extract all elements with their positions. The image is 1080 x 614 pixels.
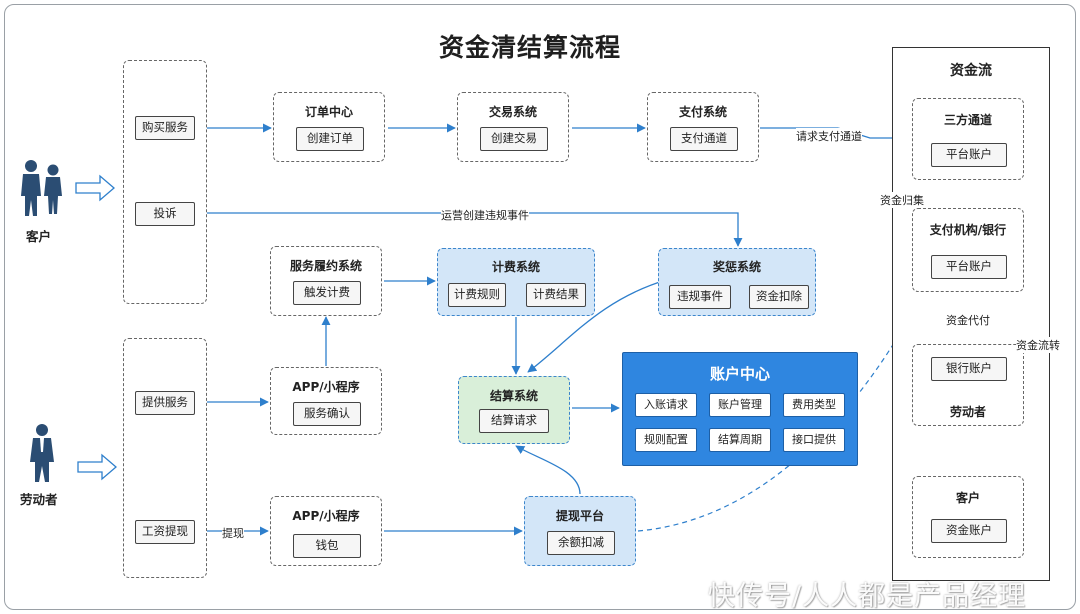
billing-rules-button[interactable]: 计费规则 — [448, 283, 506, 307]
cashout-platform-title: 提现平台 — [555, 509, 604, 523]
worker-figure-icon — [30, 424, 54, 482]
billing-system-title: 计费系统 — [491, 260, 540, 274]
settlement-request-button[interactable]: 结算请求 — [479, 409, 549, 433]
app-miniprogram-service-box: APP/小程序 服务确认 — [270, 367, 382, 435]
edge-label-transfer: 资金流转 — [1016, 337, 1060, 353]
provide-service-button[interactable]: 提供服务 — [135, 391, 195, 415]
order-center-title: 订单中心 — [304, 105, 353, 119]
edge-label-request-pay: 请求支付通道 — [796, 128, 862, 144]
account-center-item[interactable]: 规则配置 — [635, 428, 697, 452]
fund-deduct-button[interactable]: 资金扣除 — [749, 285, 809, 309]
pay-system-box: 支付系统 支付通道 — [647, 92, 759, 162]
edge-label-withdraw: 提现 — [222, 525, 244, 541]
bank-account-button[interactable]: 银行账户 — [931, 357, 1007, 381]
create-trade-button[interactable]: 创建交易 — [480, 127, 548, 151]
reward-penalty-system-title: 奖惩系统 — [712, 260, 761, 274]
customer-figure-icon — [21, 160, 62, 216]
app-miniprogram-wallet-title: APP/小程序 — [292, 509, 360, 523]
balance-deduct-button[interactable]: 余额扣减 — [547, 531, 615, 555]
pay-channel-button[interactable]: 支付通道 — [670, 127, 738, 151]
trade-system-title: 交易系统 — [488, 105, 537, 119]
edge-label-collect: 资金归集 — [880, 192, 924, 208]
customer-account-box: 客户 资金账户 — [912, 476, 1024, 558]
platform-account-button[interactable]: 平台账户 — [931, 143, 1007, 167]
fulfillment-system-box: 服务履约系统 触发计费 — [270, 246, 382, 316]
fund-account-button[interactable]: 资金账户 — [931, 519, 1007, 543]
complain-button[interactable]: 投诉 — [135, 202, 195, 226]
edge-label-payout: 资金代付 — [946, 312, 990, 328]
page-title: 资金清结算流程 — [438, 33, 621, 62]
worker-account-box: 银行账户 劳动者 — [912, 344, 1024, 426]
arrow-complain-to-reward — [170, 212, 743, 247]
arrow-reward-to-settle — [527, 279, 667, 373]
billing-system-box: 计费系统 计费规则 计费结果 — [437, 248, 595, 316]
account-center-item[interactable]: 费用类型 — [783, 393, 845, 417]
withdraw-salary-button[interactable]: 工资提现 — [135, 520, 195, 544]
watermark: 快传号/人人都是产品经理 — [708, 581, 1027, 612]
worker-account-title: 劳动者 — [949, 405, 986, 419]
account-center-item[interactable]: 结算周期 — [709, 428, 771, 452]
customer-label: 客户 — [26, 229, 52, 244]
account-center-title: 账户中心 — [709, 365, 770, 383]
third-party-channel-title: 三方通道 — [943, 113, 992, 127]
fund-flow-title: 资金流 — [950, 63, 992, 79]
pay-system-title: 支付系统 — [678, 105, 727, 119]
service-confirm-button[interactable]: 服务确认 — [293, 402, 361, 426]
fulfillment-system-title: 服务履约系统 — [289, 259, 362, 273]
account-center-item[interactable]: 账户管理 — [709, 393, 771, 417]
billing-result-button[interactable]: 计费结果 — [526, 283, 586, 307]
customer-account-title: 客户 — [955, 491, 980, 505]
wallet-button[interactable]: 钱包 — [293, 534, 361, 558]
hollow-arrow-worker — [77, 453, 117, 481]
trade-system-box: 交易系统 创建交易 — [457, 92, 569, 162]
third-party-channel-box: 三方通道 平台账户 — [912, 98, 1024, 180]
settlement-system-title: 结算系统 — [489, 389, 538, 403]
violation-event-button[interactable]: 违规事件 — [669, 285, 731, 309]
account-center-item[interactable]: 接口提供 — [783, 428, 845, 452]
customer-actions-group — [123, 60, 207, 304]
outer-frame — [4, 4, 1076, 610]
account-center-box: 账户中心 入账请求 账户管理 费用类型 规则配置 结算周期 接口提供 — [622, 352, 858, 466]
hollow-arrow-customer — [75, 174, 115, 202]
cashout-platform-box: 提现平台 余额扣减 — [524, 496, 636, 566]
reward-penalty-system-box: 奖惩系统 违规事件 资金扣除 — [658, 248, 816, 316]
trigger-billing-button[interactable]: 触发计费 — [293, 281, 361, 305]
bank-platform-account-button[interactable]: 平台账户 — [931, 255, 1007, 279]
buy-service-button[interactable]: 购买服务 — [135, 116, 195, 140]
order-center-box: 订单中心 创建订单 — [273, 92, 385, 162]
edge-label-violation: 运营创建违规事件 — [441, 207, 529, 223]
account-center-item[interactable]: 入账请求 — [635, 393, 697, 417]
payment-institution-box: 支付机构/银行 平台账户 — [912, 208, 1024, 292]
payment-institution-title: 支付机构/银行 — [929, 223, 1007, 237]
arrow-cashout-to-settle — [515, 445, 581, 495]
create-order-button[interactable]: 创建订单 — [296, 127, 364, 151]
settlement-system-box: 结算系统 结算请求 — [458, 376, 570, 444]
app-miniprogram-title: APP/小程序 — [292, 380, 360, 394]
worker-label: 劳动者 — [20, 492, 58, 507]
app-miniprogram-wallet-box: APP/小程序 钱包 — [270, 496, 382, 566]
